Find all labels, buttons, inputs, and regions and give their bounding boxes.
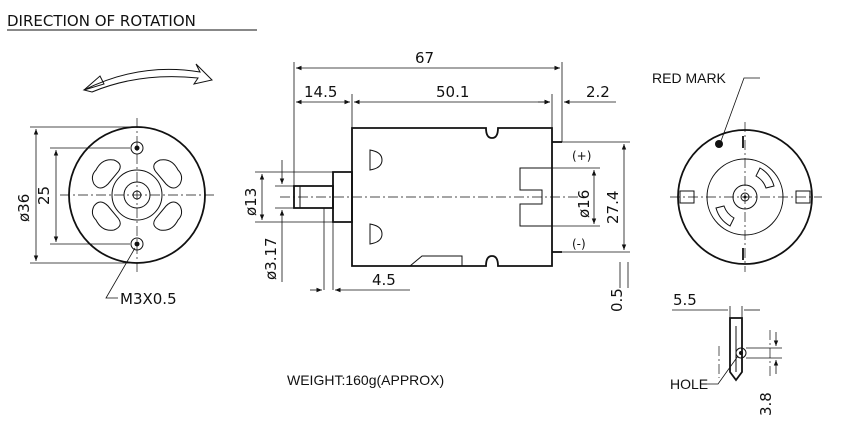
front-screw-label: M3X0.5 <box>120 290 177 308</box>
dim-shaft-length: 14.5 <box>304 83 337 101</box>
dim-total-length: 67 <box>415 49 434 67</box>
hole-label: HOLE <box>670 376 708 392</box>
dim-terminal-thickness: 0.5 <box>608 288 626 312</box>
dim-hole-position: 3.8 <box>757 392 775 416</box>
dim-body-length: 50.1 <box>436 83 469 101</box>
dim-flange-dia: ø13 <box>242 188 260 216</box>
dim-boss-dia: ø16 <box>575 190 593 218</box>
rear-view: RED MARK <box>652 70 822 272</box>
front-dia-outer: ø36 <box>15 194 33 222</box>
front-dia-inner: 25 <box>35 186 53 205</box>
dim-shaft-dia: ø3.17 <box>262 237 280 280</box>
side-view: 67 14.5 50.1 2.2 ø13 ø3.17 4.5 ø16 <box>242 49 630 312</box>
title-text: DIRECTION OF ROTATION <box>7 12 196 30</box>
dim-terminal-length: 2.2 <box>586 83 610 101</box>
red-mark-dot <box>715 140 723 148</box>
red-mark-label: RED MARK <box>652 70 727 86</box>
plus-terminal-label: (+) <box>572 149 591 163</box>
dim-body-height: 27.4 <box>604 191 622 224</box>
terminal-detail: 5.5 HOLE 3.8 <box>670 291 782 416</box>
dim-terminal-width: 5.5 <box>673 291 697 309</box>
motor-body <box>351 127 553 267</box>
rotation-arrow-icon <box>82 63 213 93</box>
dim-bearing-length: 4.5 <box>372 271 396 289</box>
minus-terminal-label: (-) <box>572 237 586 251</box>
weight-text: WEIGHT:160g(APPROX) <box>287 372 444 388</box>
front-view: ø36 25 M3X0.5 <box>15 118 214 308</box>
